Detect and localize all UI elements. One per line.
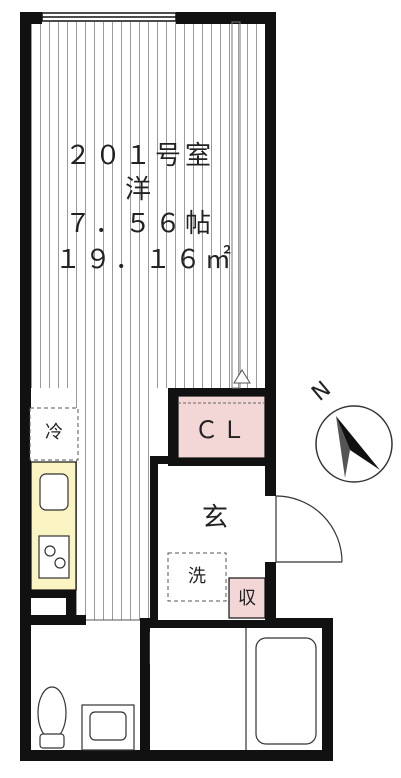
compass-needle-tail-icon [336, 416, 350, 478]
room-number: ２０１号室 [64, 141, 215, 171]
fridge-space [29, 407, 79, 461]
stove-burner-1-icon [44, 545, 56, 557]
washbasin [81, 704, 135, 751]
room-area: １９．１６㎡ [55, 245, 236, 275]
closet-door-arrow-icon [233, 369, 251, 384]
stove-burner-2-icon [54, 557, 66, 569]
front-door-gap [265, 496, 276, 562]
closet-area [177, 395, 266, 459]
right-strip-floor [226, 22, 270, 388]
entrance-label: 玄 [201, 503, 228, 533]
wall-entrance-left [150, 456, 158, 620]
wall-right-mid [265, 388, 276, 496]
washer-space [167, 552, 227, 602]
wall-right-lower [265, 562, 276, 622]
compass [315, 405, 393, 483]
wall-closet-left [168, 388, 178, 464]
bathtub [255, 637, 317, 745]
closet-label: ＣＬ [194, 416, 249, 444]
wall-lower-left-ledge [20, 615, 86, 625]
window-right [231, 21, 241, 389]
wall-bath-top [140, 618, 333, 628]
wall-closet-bottom [168, 458, 276, 466]
window-top [41, 12, 177, 22]
corridor-floor [76, 388, 154, 620]
storage-label: 収 [238, 588, 256, 609]
wall-right-upper [265, 12, 276, 388]
front-door-swing-icon [275, 495, 343, 563]
wall-lower-left-box [20, 590, 76, 598]
wall-closet-top [168, 388, 276, 396]
wall-wc-divider [140, 618, 150, 761]
fridge-label: 冷 [45, 422, 63, 443]
kitchen-sink [39, 473, 69, 511]
room-tatami: ７．５６帖 [64, 209, 215, 239]
washer-label: 洗 [188, 566, 206, 587]
wall-entrance-top [150, 456, 180, 464]
toilet [37, 686, 67, 749]
storage-area [228, 577, 266, 619]
wall-left [20, 12, 31, 760]
stove [38, 535, 70, 579]
walls [20, 12, 333, 761]
wall-bath-right [322, 620, 333, 761]
wall-top-right [176, 12, 276, 24]
room-type: 洋 [124, 175, 155, 205]
wall-lower-left-box-side [66, 590, 76, 620]
compass-needle-icon [336, 416, 380, 470]
wall-bottom [20, 750, 332, 761]
